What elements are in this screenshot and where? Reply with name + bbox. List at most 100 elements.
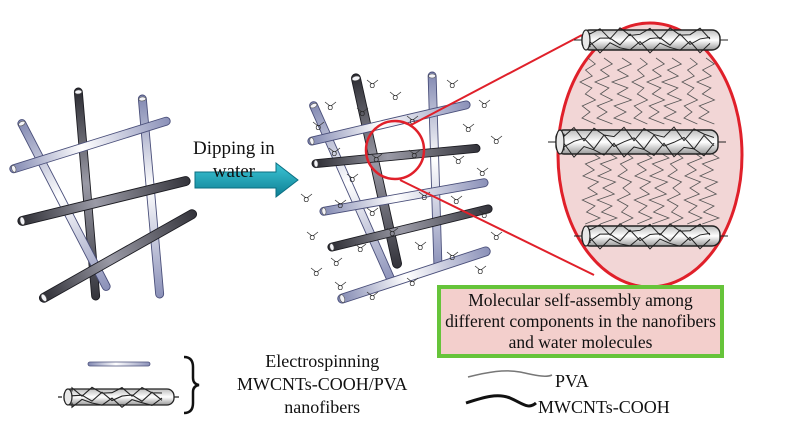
pva-chain xyxy=(593,57,614,125)
water-o-label: O xyxy=(316,125,322,132)
pva-chain xyxy=(681,57,699,125)
water-molecule: O xyxy=(354,243,367,254)
water-o-label: O xyxy=(390,231,396,238)
water-molecule: O xyxy=(300,193,313,204)
water-molecule: O xyxy=(389,91,402,102)
pva-chain xyxy=(616,151,634,225)
water-o-label: O xyxy=(478,269,484,276)
pva-chain xyxy=(610,57,633,125)
water-molecule: O xyxy=(406,277,419,288)
water-molecule: O xyxy=(414,241,427,252)
water-molecule: O xyxy=(478,99,491,110)
water-molecule: O xyxy=(450,195,463,206)
dipping-arrow xyxy=(194,161,299,199)
water-molecule: O xyxy=(490,135,503,146)
left-fiber xyxy=(38,209,198,303)
water-o-label: O xyxy=(332,151,338,158)
pva-chain xyxy=(596,151,619,225)
zoom-indicator xyxy=(364,34,595,276)
water-molecule: O xyxy=(306,231,319,242)
right-fiber xyxy=(337,246,491,304)
pva-chain xyxy=(660,57,683,125)
water-o-label: O xyxy=(358,247,364,254)
legend-pva-line xyxy=(467,370,553,378)
water-o-label: O xyxy=(304,197,310,204)
pva-chain xyxy=(698,151,721,225)
right-fiber xyxy=(307,100,471,146)
water-molecule: O xyxy=(330,257,343,268)
left-fiber xyxy=(137,94,165,299)
legend-composite-fiber xyxy=(58,386,179,409)
water-o-label: O xyxy=(334,261,340,268)
water-o-label: O xyxy=(374,157,380,164)
legend-fiber-line: Electrospinning xyxy=(265,351,380,371)
legend-fiber-line: MWCNTs-COOH/PVA xyxy=(237,374,408,394)
pva-chain xyxy=(695,57,716,125)
composite-fibers xyxy=(548,27,728,250)
legend-fiber-line: nanofibers xyxy=(284,397,361,417)
water-o-label: O xyxy=(350,177,356,184)
pva-chains xyxy=(579,57,721,225)
water-molecule: O xyxy=(334,199,347,210)
water-molecule: O xyxy=(476,167,489,178)
pva-chain xyxy=(666,151,684,225)
water-molecule: O xyxy=(366,207,379,218)
water-o-label: O xyxy=(450,255,456,262)
water-molecule: O xyxy=(446,251,459,262)
self-assembly-box: Molecular self-assembly among different … xyxy=(437,285,724,358)
right-fiber xyxy=(319,178,489,216)
water-o-label: O xyxy=(338,203,344,210)
water-molecule: O xyxy=(366,291,379,302)
water-o-label: O xyxy=(494,235,500,242)
water-molecule: O xyxy=(324,101,337,112)
water-o-label: O xyxy=(480,171,486,178)
water-o-label: O xyxy=(410,281,416,288)
water-o-label: O xyxy=(328,105,334,112)
left-fiber xyxy=(9,116,171,174)
water-molecule: O xyxy=(312,121,325,132)
pva-chain xyxy=(631,57,649,125)
legend-pva-label: PVA xyxy=(555,371,589,391)
water-molecule: O xyxy=(370,153,383,164)
right-fiber xyxy=(311,143,481,169)
pva-chain xyxy=(648,151,671,225)
arrow-label: Dipping in water xyxy=(193,137,275,183)
water-o-label: O xyxy=(466,127,472,134)
water-molecule: O xyxy=(366,79,379,90)
box-text-line: Molecular self-assembly among xyxy=(468,290,693,310)
left-fiber xyxy=(17,176,191,226)
water-o-label: O xyxy=(310,235,316,242)
water-o-label: O xyxy=(370,83,376,90)
right-fiber-network xyxy=(307,71,493,304)
pva-chain xyxy=(633,151,653,225)
water-o-label: O xyxy=(360,111,366,118)
right-fiber xyxy=(327,204,493,252)
composite-fiber xyxy=(574,223,728,250)
self-assembly-text: Molecular self-assembly among different … xyxy=(445,290,716,353)
water-molecule: O xyxy=(490,231,503,242)
water-o-label: O xyxy=(370,295,376,302)
water-o-label: O xyxy=(418,245,424,252)
water-o-label: O xyxy=(456,159,462,166)
water-o-label: O xyxy=(314,271,320,278)
composite-fiber xyxy=(548,126,726,158)
pva-chain xyxy=(645,57,666,125)
water-o-label: O xyxy=(422,195,428,202)
water-o-label: O xyxy=(454,199,460,206)
pva-chain xyxy=(581,151,601,225)
water-o-label: O xyxy=(370,211,376,218)
water-molecule: O xyxy=(478,209,491,220)
water-molecule: O xyxy=(462,123,475,134)
water-o-label: O xyxy=(393,95,399,102)
legend xyxy=(58,355,553,415)
water-molecule: O xyxy=(408,149,421,160)
right-fiber xyxy=(427,71,443,269)
left-fiber-network xyxy=(9,87,198,303)
legend-fiber-label: Electrospinning MWCNTs-COOH/PVA nanofibe… xyxy=(237,350,407,419)
water-o-label: O xyxy=(410,119,416,126)
water-molecule: O xyxy=(356,107,369,118)
water-molecule: O xyxy=(334,281,347,292)
left-fiber xyxy=(73,87,101,301)
water-o-label: O xyxy=(338,285,344,292)
pva-chain xyxy=(683,151,703,225)
